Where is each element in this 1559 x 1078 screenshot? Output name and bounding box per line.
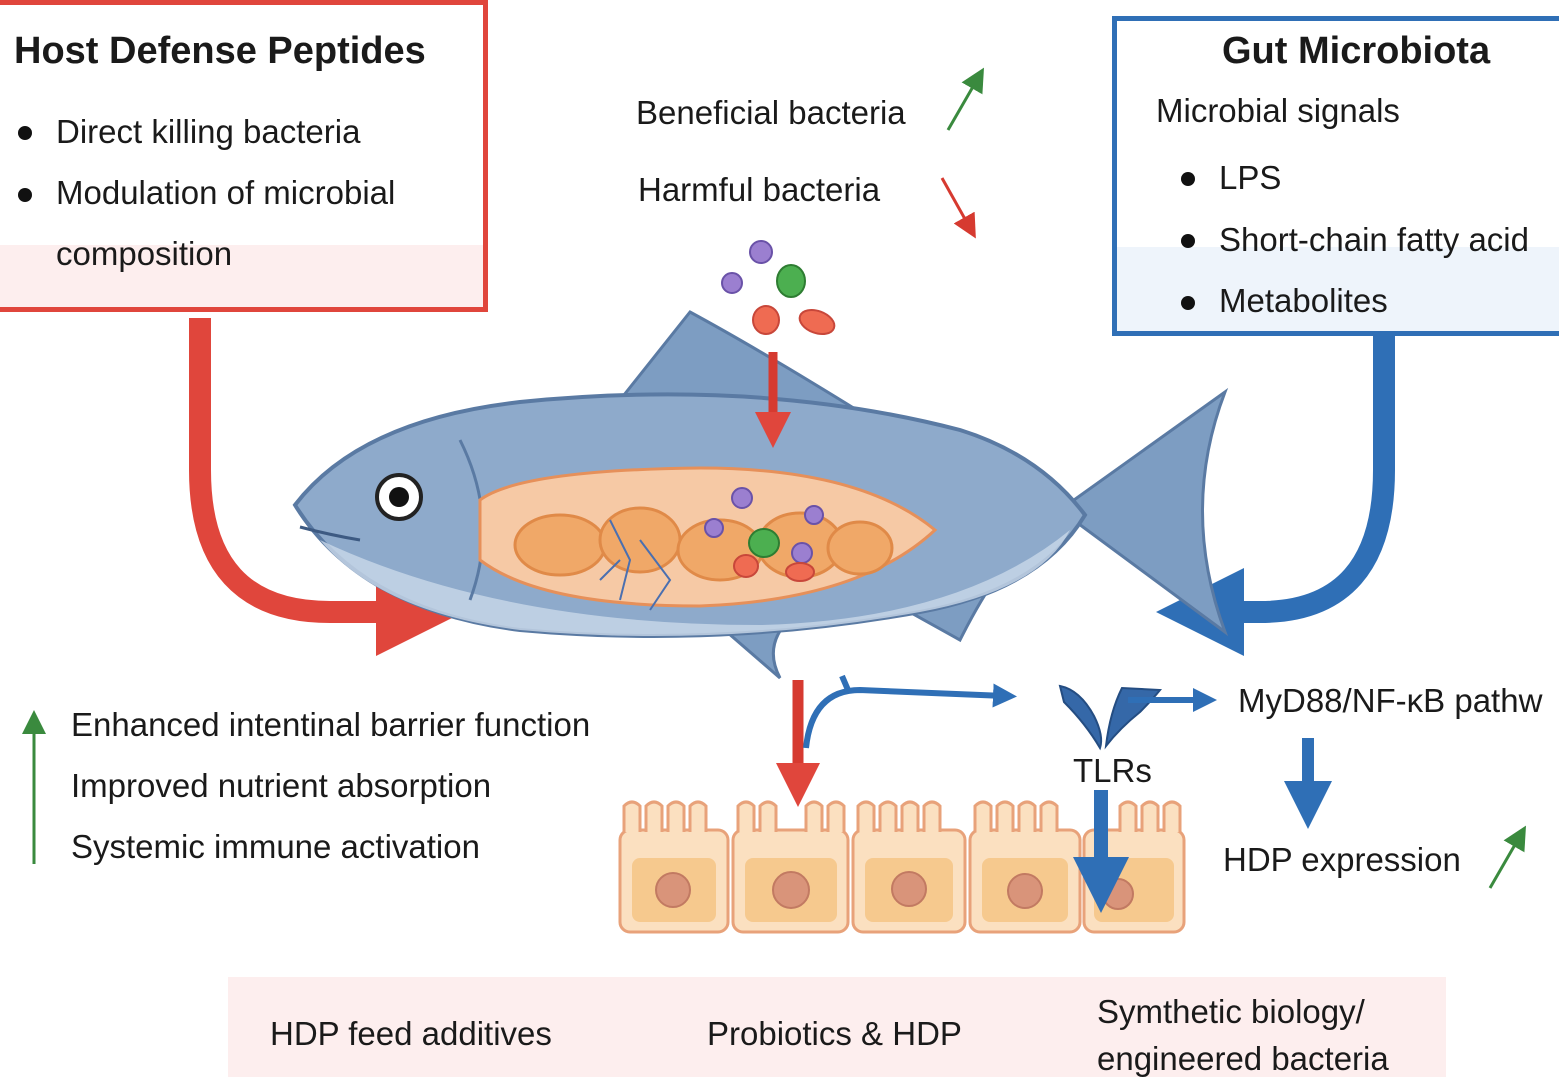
application-synthetic-biology-line1: Symthetic biology/ [1097,993,1365,1030]
application-synthetic-biology-line2: engineered bacteria [1097,1040,1389,1077]
hdp-bullet-2 [18,188,32,202]
applications-bar [228,977,1446,1077]
gut-bullet-1 [1181,172,1195,186]
to-tlrs-arrow [803,683,1017,749]
fish-mouth [299,525,361,542]
gut-to-fish-arrow [1156,336,1395,656]
tlr-receptors [1058,684,1162,751]
beneficial-up-arrow [946,67,984,131]
hdp-expression-label: HDP expression [1223,841,1461,878]
intestine-loop [826,520,894,576]
fish-illustration [292,310,1229,680]
fish-dorsal-fin [617,310,861,414]
hdp-box-band [0,245,483,307]
effect-item-2: Improved nutrient absorption [71,767,492,804]
fish-tail [1057,387,1229,637]
beneficial-bacteria-label: Beneficial bacteria [636,94,906,131]
hdp-expression-up-arrow [1488,825,1526,889]
gut-item-2: Short-chain fatty acid [1219,221,1529,258]
gut-item-3: Metabolites [1219,282,1388,319]
hdp-title: Host Defense Peptides [14,30,426,72]
gut-title: Gut Microbiota [1222,30,1491,72]
hdp-item-2: Modulation of microbial [56,174,396,211]
bacteria-cluster [721,240,836,336]
gut-subtitle: Microbial signals [1156,92,1400,129]
gut-item-1: LPS [1219,159,1282,196]
gut-bullet-3 [1181,296,1195,310]
harmful-down-arrow [940,177,976,239]
hdp-box [0,0,488,312]
application-hdp-feed-additives: HDP feed additives [270,1015,552,1052]
hdp-bullet-1 [18,126,32,140]
gut-box-band [1117,247,1559,331]
intestine-loop [513,513,607,577]
gut-bullet-2 [1181,234,1195,248]
blood-vessels [599,519,672,611]
hdp-item-3: composition [56,235,233,272]
hdp-item-1: Direct killing bacteria [56,113,361,150]
effect-item-1: Enhanced intentinal barrier function [71,706,591,743]
fish-belly [320,530,1070,636]
effect-item-3: Systemic immune activation [71,828,480,865]
hdp-to-fish-arrow [189,318,464,656]
myd88-pathway-label: MyD88/NF-κB pathw [1238,682,1543,719]
harmful-bacteria-label: Harmful bacteria [638,171,881,208]
tlrs-label: TLRs [1073,752,1152,789]
application-probiotics-hdp: Probiotics & HDP [707,1015,962,1052]
